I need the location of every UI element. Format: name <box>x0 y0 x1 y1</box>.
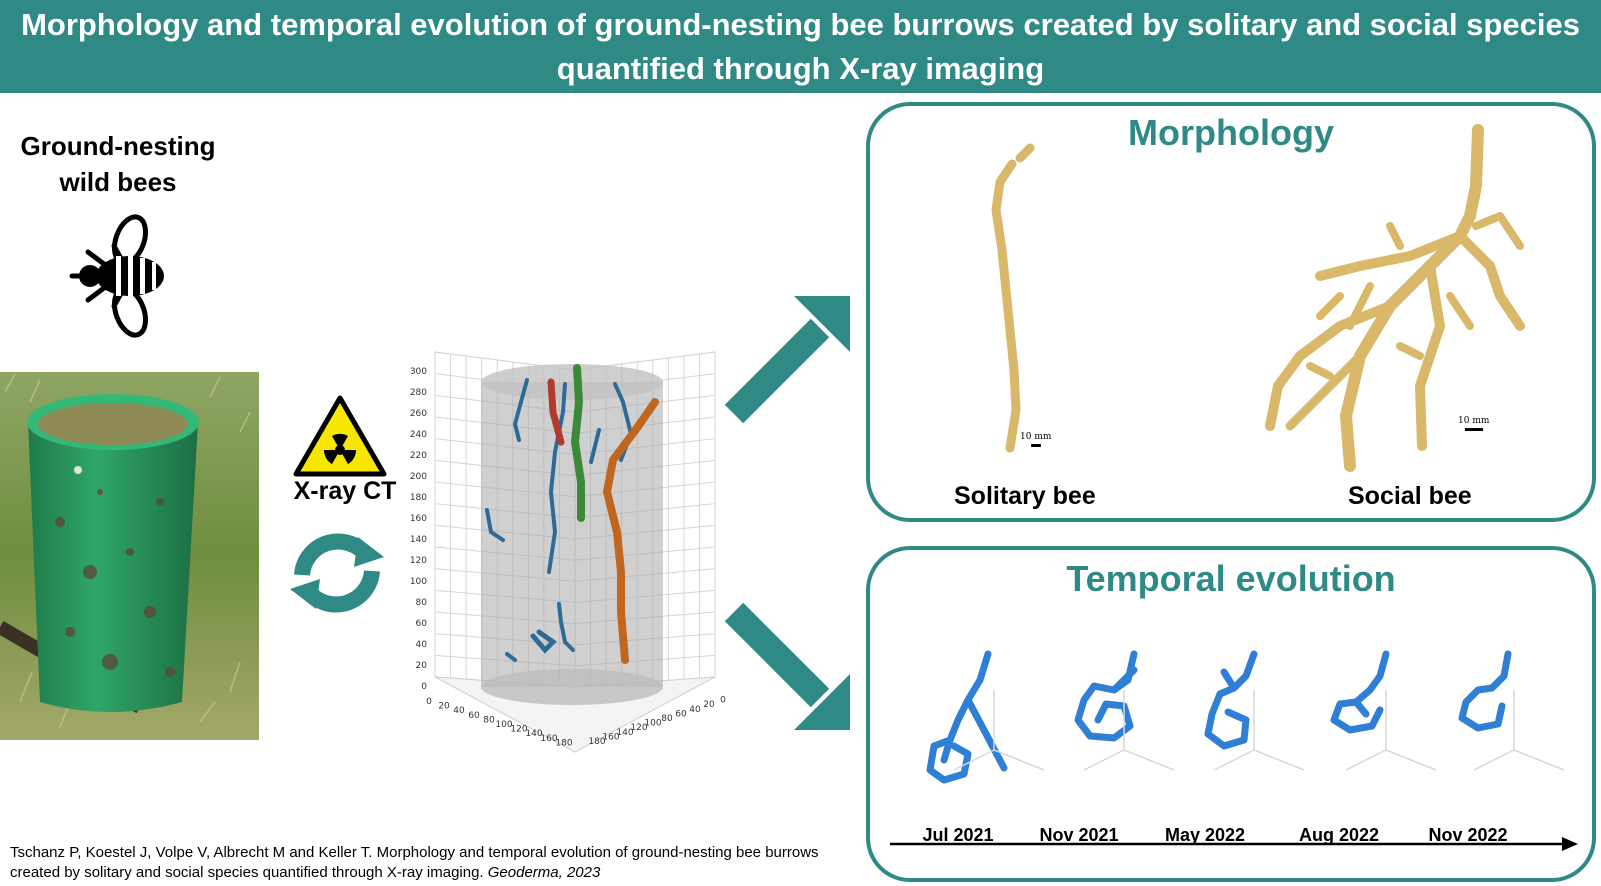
x-tick-label: 100 <box>495 720 512 730</box>
date-label: May 2022 <box>1164 825 1246 845</box>
timeline-arrow <box>890 837 1578 851</box>
burrow-timestep <box>1458 650 1565 771</box>
y-tick-label: 40 <box>689 705 701 715</box>
x-tick-label: 0 <box>426 697 432 707</box>
morphology-title: Morphology <box>1128 112 1334 153</box>
z-tick-label: 80 <box>416 598 428 608</box>
morphology-panel: Morphology 10 mm 10 mm Solitary bee Soci… <box>866 102 1596 522</box>
scale-line-solitary <box>1030 444 1041 447</box>
page-title: Morphology and temporal evolution of gro… <box>21 6 1580 86</box>
x-tick-label: 20 <box>438 702 450 712</box>
z-tick-label: 120 <box>410 556 427 566</box>
x-tick-label: 40 <box>453 706 465 716</box>
radiation-warning-icon <box>293 395 387 477</box>
temporal-burrow-series <box>926 650 1565 784</box>
y-tick-label: 100 <box>644 719 661 729</box>
arrow-to-temporal <box>724 602 850 730</box>
left-title-line1: Ground-nesting <box>20 131 216 161</box>
temporal-title: Temporal evolution <box>1066 558 1396 599</box>
social-burrow-render <box>1265 124 1525 472</box>
burrow-timestep <box>926 650 1045 784</box>
z-tick-label: 60 <box>416 619 428 629</box>
left-title-line2: wild bees <box>59 167 177 197</box>
citation-text: Tschanz P, Koestel J, Volpe V, Albrecht … <box>10 844 819 881</box>
y-tick-label: 80 <box>661 714 673 724</box>
solitary-burrow-render <box>991 143 1035 453</box>
temporal-panel: Temporal evolution <box>866 546 1596 882</box>
bee-icon <box>69 214 164 338</box>
x-tick-label: 80 <box>483 715 495 725</box>
y-tick-label: 20 <box>703 700 715 710</box>
burrow-timestep <box>1330 650 1437 771</box>
y-tick-label: 160 <box>602 732 619 742</box>
scale-label-solitary: 10 mm <box>1020 432 1052 442</box>
burrow-timestep <box>1074 650 1175 771</box>
social-bee-label: Social bee <box>1348 482 1472 510</box>
date-label: Aug 2022 <box>1298 825 1380 845</box>
z-tick-label: 0 <box>421 682 427 692</box>
z-tick-label: 40 <box>416 640 428 650</box>
cycle-arrows-icon <box>290 533 384 613</box>
arrow-to-morphology <box>724 296 850 424</box>
date-label: Nov 2021 <box>1039 825 1119 845</box>
scale-line-social <box>1464 428 1483 431</box>
x-tick-label: 160 <box>540 734 557 744</box>
z-tick-label: 280 <box>410 388 427 398</box>
z-tick-label: 100 <box>410 577 427 587</box>
z-tick-label: 200 <box>410 472 427 482</box>
scale-bar-solitary: 10 mm <box>1020 432 1051 447</box>
x-tick-label: 120 <box>510 725 527 735</box>
z-tick-label: 300 <box>410 367 427 377</box>
date-label: Jul 2021 <box>922 825 994 845</box>
y-tick-label: 140 <box>616 728 633 738</box>
solitary-bee-label: Solitary bee <box>954 482 1096 510</box>
z-tick-label: 260 <box>410 409 427 419</box>
y-tick-label: 0 <box>720 696 726 706</box>
x-tick-label: 180 <box>555 738 572 748</box>
y-tick-label: 60 <box>675 709 687 719</box>
z-tick-label: 180 <box>410 493 427 503</box>
citation-journal: Geoderma, 2023 <box>487 864 601 881</box>
y-tick-label: 180 <box>588 737 605 747</box>
date-label: Nov 2022 <box>1428 825 1508 845</box>
scale-label-social: 10 mm <box>1458 416 1490 426</box>
x-tick-label: 60 <box>468 711 480 721</box>
z-tick-label: 20 <box>416 661 428 671</box>
burrow-timestep <box>1204 650 1305 771</box>
z-tick-label: 140 <box>410 535 427 545</box>
citation: Tschanz P, Koestel J, Volpe V, Albrecht … <box>10 843 830 883</box>
header-banner: Morphology and temporal evolution of gro… <box>0 0 1601 93</box>
ground-nesting-title: Ground-nesting wild bees <box>0 128 236 200</box>
soil-core-photo <box>0 372 259 740</box>
scale-bar-social: 10 mm <box>1458 416 1489 431</box>
z-tick-label: 160 <box>410 514 427 524</box>
ct-3d-plot: 3002802602402202001801601401201008060402… <box>410 351 726 753</box>
xray-ct-label: X-ray CT <box>293 477 397 505</box>
z-tick-label: 240 <box>410 430 427 440</box>
y-tick-label: 120 <box>630 723 647 733</box>
z-tick-label: 220 <box>410 451 427 461</box>
x-tick-label: 140 <box>525 729 542 739</box>
